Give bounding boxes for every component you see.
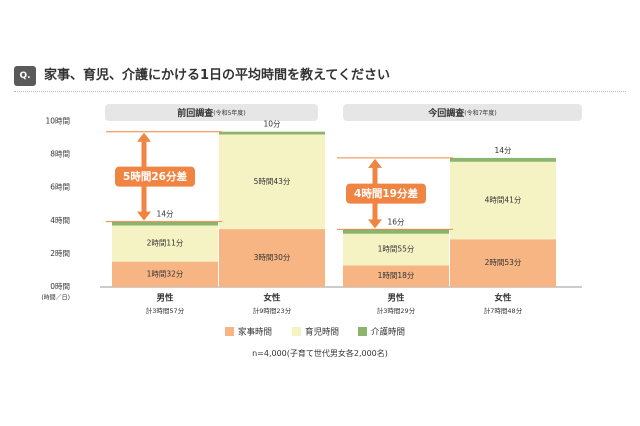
bar-top-label: 10分	[263, 120, 281, 129]
title-divider	[14, 91, 626, 92]
legend-swatch	[292, 327, 301, 336]
category-label: 女性	[263, 293, 281, 304]
bar-segment-label: 5時間43分	[254, 177, 291, 186]
y-tick-label: 6時間	[50, 183, 70, 192]
bar-segment-housework	[219, 229, 325, 287]
panel-header-title: 今回調査(令和7年度)	[427, 107, 497, 119]
sample-size-note: n=4,000(子育て世代男女各2,000名)	[252, 349, 388, 358]
panel-header-title: 前回調査(令和5年度)	[177, 107, 246, 119]
bar-segment-caregiving	[219, 131, 325, 135]
gap-arrow-head-up	[368, 158, 382, 168]
bar-segment-label: 1時間55分	[378, 245, 415, 254]
gap-label: 5時間26分差	[123, 170, 187, 183]
panel-header-box	[105, 104, 318, 121]
category-total-label: 計7時間48分	[484, 306, 523, 315]
gap-arrow-head-down	[368, 219, 382, 229]
legend-label: 育児時間	[305, 327, 339, 338]
bar-segment-label: 3時間30分	[254, 253, 291, 262]
gap-label: 4時間19分差	[354, 187, 418, 200]
y-tick-label: 8時間	[50, 150, 70, 159]
legend-swatch	[358, 327, 367, 336]
question-badge: Q.	[14, 66, 36, 86]
bar-segment-childcare	[343, 233, 449, 266]
bar-segment-caregiving	[112, 221, 218, 226]
category-label: 男性	[387, 293, 405, 304]
bar-segment-housework	[450, 239, 556, 287]
legend-swatch	[225, 327, 234, 336]
y-tick-label: 0時間	[50, 282, 70, 291]
bar-top-label: 16分	[387, 217, 405, 226]
y-tick-label: 4時間	[50, 216, 70, 225]
bar-segment-childcare	[112, 225, 218, 262]
y-tick-label: 2時間	[50, 249, 70, 258]
gap-arrow-head-down	[137, 211, 151, 221]
category-total-label: 計3時間29分	[377, 306, 416, 315]
gap-arrow-head-up	[137, 132, 151, 142]
bar-segment-label: 1時間32分	[147, 269, 184, 278]
bar-segment-label: 2時間11分	[147, 239, 184, 248]
panel-header-box	[343, 104, 582, 121]
bar-segment-caregiving	[343, 229, 449, 234]
bar-top-label: 14分	[494, 146, 512, 155]
category-total-label: 計9時間23分	[253, 306, 292, 315]
category-total-label: 計3時間57分	[146, 306, 185, 315]
legend-label: 家事時間	[238, 327, 272, 338]
bar-segment-label: 1時間18分	[378, 271, 415, 280]
legend-label: 介護時間	[371, 327, 405, 338]
y-tick-label: 10時間	[45, 117, 70, 126]
bar-segment-label: 4時間41分	[485, 196, 522, 205]
bar-top-label: 14分	[156, 210, 174, 219]
y-axis-unit-label: (時間／日)	[41, 294, 70, 302]
bar-segment-label: 2時間53分	[485, 258, 522, 267]
category-label: 女性	[494, 293, 512, 304]
category-label: 男性	[156, 293, 174, 304]
gap-label-box	[115, 166, 195, 187]
bar-segment-caregiving	[450, 157, 556, 162]
bar-segment-childcare	[450, 161, 556, 240]
question-title: 家事、育児、介護にかける1日の平均時間を教えてください	[44, 68, 391, 83]
gap-label-box	[346, 183, 426, 204]
bar-segment-childcare	[219, 134, 325, 230]
bar-segment-housework	[343, 265, 449, 287]
bar-segment-housework	[112, 261, 218, 287]
